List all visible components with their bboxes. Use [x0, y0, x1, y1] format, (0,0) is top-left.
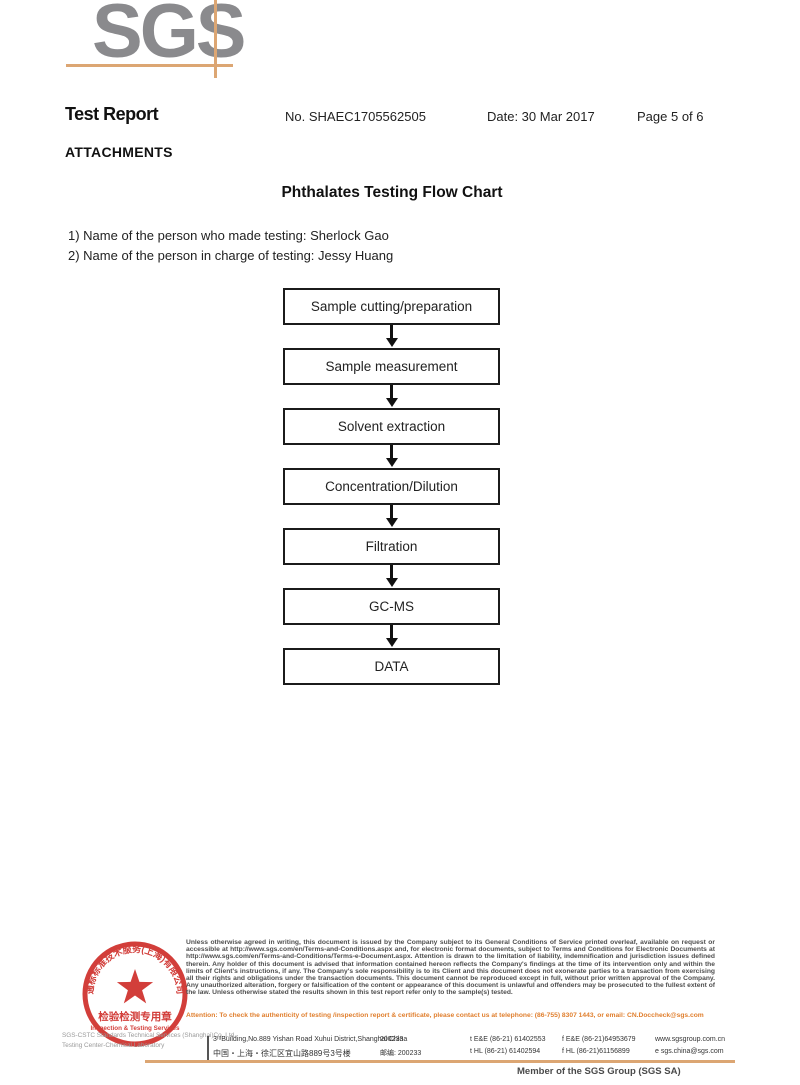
phone-hl: t HL (86-21) 61402594: [470, 1048, 541, 1055]
address-separator: [207, 1036, 209, 1060]
stamp-company-block: SGS-CSTC Standards Technical Services (S…: [62, 1031, 236, 1051]
zip-en: 200233: [380, 1036, 404, 1043]
report-number: No. SHAEC1705562505: [285, 109, 426, 124]
report-title: Test Report: [65, 104, 159, 124]
note-supervisor: 2) Name of the person in charge of testi…: [68, 248, 394, 263]
flowchart-step: Solvent extraction: [283, 408, 500, 445]
down-arrow-icon: [283, 565, 500, 588]
zip-cn: 邮编: 200233: [380, 1050, 422, 1057]
down-arrow-icon: [283, 325, 500, 348]
page-indicator: Page 5 of 6: [637, 109, 704, 124]
website: www.sgsgroup.com.cn: [655, 1036, 726, 1043]
flowchart-title: Phthalates Testing Flow Chart: [281, 184, 503, 201]
flowchart-step: GC-MS: [283, 588, 500, 625]
stamp-company-name: SGS-CSTC Standards Technical Services (S…: [62, 1032, 236, 1039]
down-arrow-icon: [283, 625, 500, 648]
disclaimer-text: Unless otherwise agreed in writing, this…: [186, 939, 715, 997]
stamp-en-line: Inspection & Testing Services: [90, 1025, 180, 1032]
report-date: Date: 30 Mar 2017: [487, 109, 595, 124]
stamp-ring: [82, 941, 188, 1047]
flowchart-step: Filtration: [283, 528, 500, 565]
stamp-cn-line: 检验检测专用章: [98, 1010, 172, 1023]
down-arrow-icon: [283, 445, 500, 468]
flowchart-step: Concentration/Dilution: [283, 468, 500, 505]
attachments-heading: ATTACHMENTS: [65, 144, 173, 160]
flowchart-step: Sample cutting/preparation: [283, 288, 500, 325]
member-note: Member of the SGS Group (SGS SA): [517, 1066, 681, 1077]
down-arrow-icon: [283, 385, 500, 408]
attention-text: Attention: To check the authenticity of …: [186, 1012, 704, 1019]
sgs-logo: SGS: [92, 0, 246, 74]
address-cn: 中国・上海・徐汇区宜山路889号3号楼: [213, 1049, 351, 1058]
logo-underline: [66, 64, 233, 67]
logo-vertical-line: [214, 0, 217, 78]
fax-ee: f E&E (86-21)64953679: [562, 1036, 636, 1043]
fax-hl: f HL (86-21)61156899: [562, 1048, 630, 1055]
footer-divider: [145, 1060, 735, 1063]
flowchart: Sample cutting/preparation Sample measur…: [283, 288, 500, 685]
stamp-company-dept: Testing Center-Chemical Laboratory: [62, 1042, 165, 1049]
flowchart-step: DATA: [283, 648, 500, 685]
down-arrow-icon: [283, 505, 500, 528]
email: e sgs.china@sgs.com: [655, 1048, 724, 1055]
address-en: 3ʳᵈBuilding,No.889 Yishan Road Xuhui Dis…: [213, 1036, 408, 1043]
flowchart-step: Sample measurement: [283, 348, 500, 385]
inspection-stamp: 通标标准技术服务(上海)有限公司 检验检测专用章 Inspection & Te…: [82, 941, 188, 1047]
note-tester: 1) Name of the person who made testing: …: [68, 228, 389, 243]
star-icon: [116, 969, 154, 1004]
phone-ee: t E&E (86-21) 61402553: [470, 1036, 546, 1043]
